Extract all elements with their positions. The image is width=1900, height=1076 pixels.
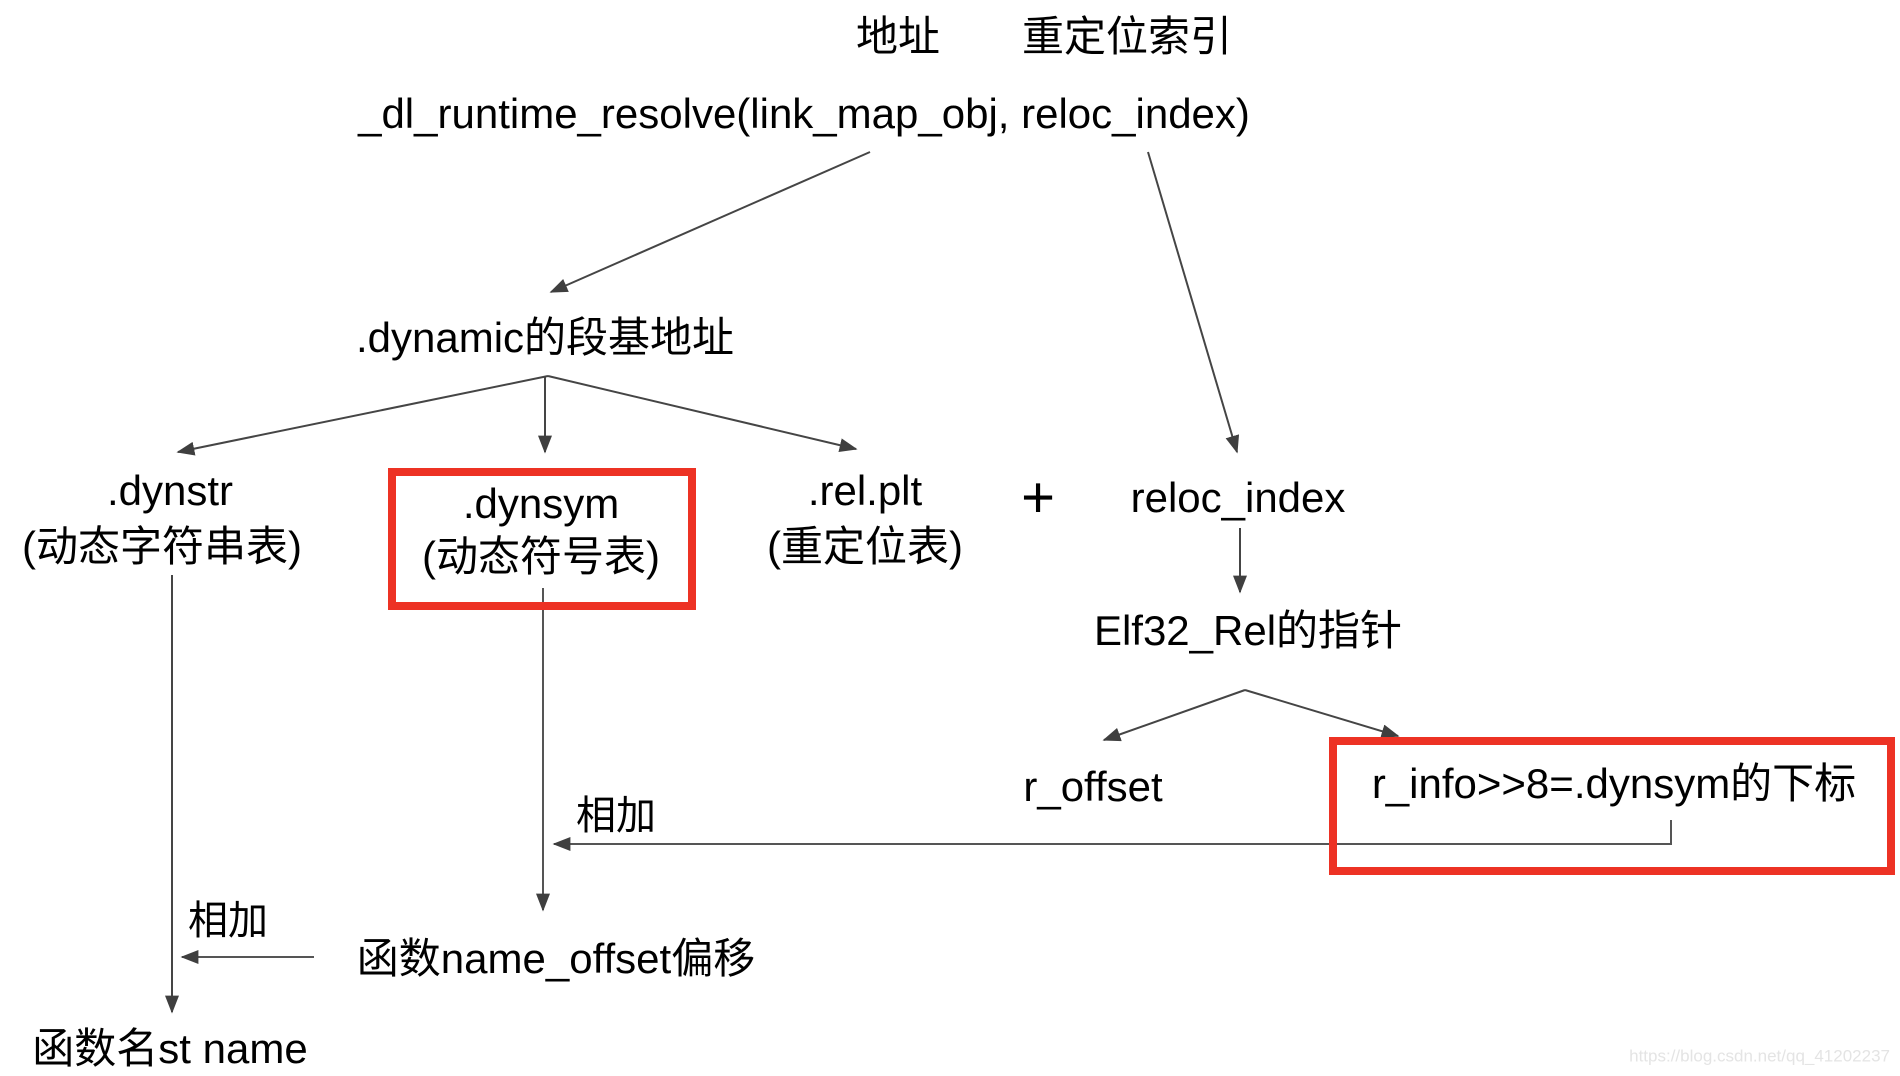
arrow-dynamic-to-relplt xyxy=(547,375,858,453)
add-label-right: 相加 xyxy=(576,794,656,838)
function-signature: _dl_runtime_resolve(link_map_obj, reloc_… xyxy=(358,89,1250,137)
arrow-dynamic-to-dynstr xyxy=(176,375,549,456)
dynamic-base-label: .dynamic的段基地址 xyxy=(355,313,735,361)
elf32-rel-pointer-label: Elf32_Rel的指针 xyxy=(1093,606,1403,654)
dynsym-desc: (动态符号表) xyxy=(422,532,660,580)
rinfo-highlight-box xyxy=(1329,737,1895,875)
func-name-result-label: 函数名st name xyxy=(32,1024,308,1072)
dynsym-name: .dynsym xyxy=(462,479,620,527)
dynsym-highlight-box xyxy=(388,468,696,610)
reloc-index-top-label: 重定位索引 xyxy=(1021,12,1233,60)
reloc-index-value: reloc_index xyxy=(1130,473,1346,521)
name-offset-result-label: 函数name_offset偏移 xyxy=(356,934,756,982)
arrow-address-to-dynamic-base xyxy=(549,151,871,293)
arrow-relocindex-label-to-relocindex xyxy=(1147,151,1240,454)
dynstr-desc: (动态字符串表) xyxy=(22,522,302,570)
r-info-formula-label: r_info>>8=.dynsym的下标 xyxy=(1371,759,1857,807)
address-label: 地址 xyxy=(855,12,941,60)
add-label-left: 相加 xyxy=(188,899,268,943)
relplt-name: .rel.plt xyxy=(807,466,923,514)
watermark-url: https://blog.csdn.net/qq_41202237 xyxy=(1629,1046,1890,1066)
dynstr-name: .dynstr xyxy=(106,466,234,514)
arrow-rinfo-to-dynsym-line xyxy=(552,820,1672,851)
arrow-elf32rel-to-roffset xyxy=(1102,689,1246,742)
arrow-elf32rel-to-rinfo xyxy=(1244,689,1400,738)
r-offset-label: r_offset xyxy=(1023,762,1163,810)
relplt-desc: (重定位表) xyxy=(767,522,963,570)
plus-sign: + xyxy=(1021,465,1055,531)
